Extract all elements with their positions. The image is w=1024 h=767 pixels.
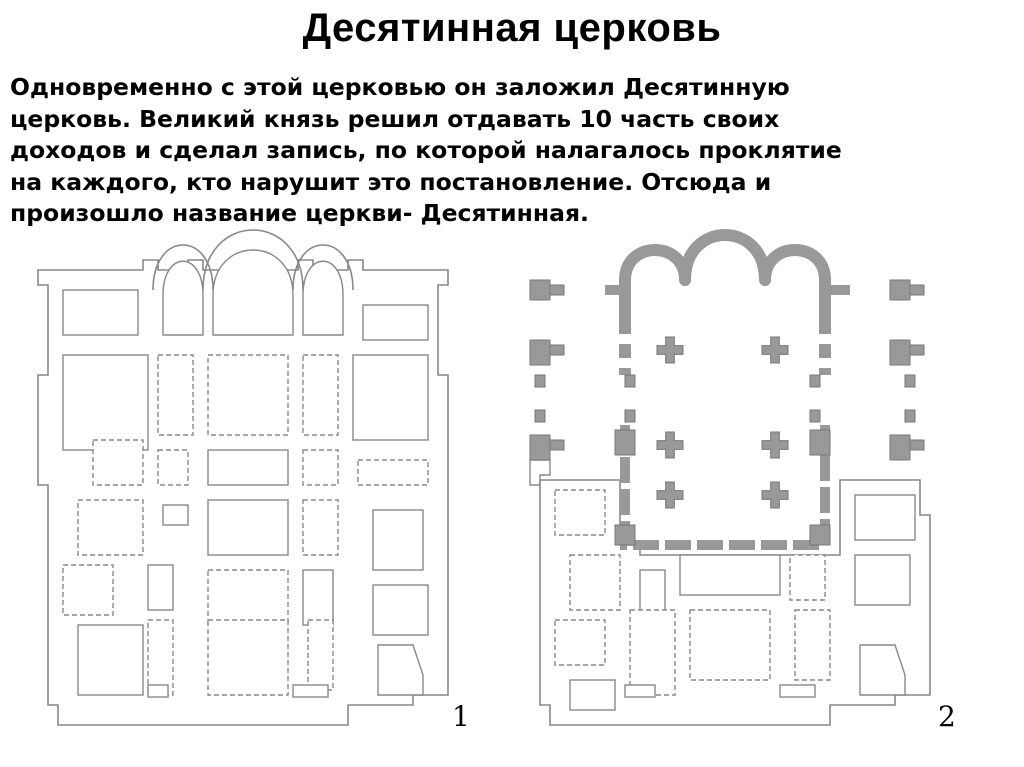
plan-room (92, 439, 144, 486)
plan-apse (292, 244, 354, 291)
plan-room (147, 564, 174, 611)
plan-wall-highlight (619, 320, 831, 375)
plan-room (372, 584, 429, 636)
slide-paragraph: Одновременно с этой церковью он заложил … (10, 72, 1015, 230)
plan-room (302, 354, 339, 436)
paragraph-line: произошло название церкви- Десятинная. (10, 199, 589, 227)
plan-pier (534, 374, 546, 388)
plan-room (157, 449, 189, 486)
paragraph-line: доходов и сделал запись, по которой нала… (10, 136, 842, 164)
plan-room (302, 449, 339, 486)
paragraph-line: Одновременно с этой церковью он заложил … (10, 73, 790, 101)
plan-room (212, 249, 294, 336)
plan-pier (761, 431, 789, 459)
plan-room (639, 569, 666, 616)
plan-pier (529, 279, 551, 301)
plan-pier (909, 284, 925, 296)
figure-number-2: 2 (938, 700, 956, 733)
plan-room (794, 609, 831, 681)
plan-room (352, 354, 429, 441)
plan-pier (549, 344, 565, 356)
figure-number-1: 1 (452, 700, 470, 733)
plan-pier (809, 409, 821, 423)
plan-room (307, 619, 334, 691)
plan-pier (614, 429, 636, 456)
plan-pier (534, 409, 546, 423)
plan-room (162, 504, 189, 526)
plan-room (77, 499, 144, 556)
plan-room (789, 554, 826, 601)
plan-room (859, 644, 906, 696)
plan-room (147, 684, 169, 698)
slide-title: Десятинная церковь (302, 6, 722, 50)
plan-pier (656, 481, 684, 509)
plan-pier (761, 481, 789, 509)
paragraph-line: на каждого, кто нарушит это постановлени… (10, 167, 772, 196)
plan-room (292, 684, 329, 698)
plan-room (62, 354, 149, 451)
plan-room (157, 354, 194, 436)
plan-pier (614, 524, 636, 546)
floor-plan-2 (529, 229, 931, 726)
plan-pier (761, 336, 789, 364)
plan-room (554, 489, 606, 536)
plan-pier (529, 434, 551, 461)
floor-plan-1 (37, 229, 449, 726)
plan-room (372, 509, 424, 571)
plan-room (207, 354, 289, 436)
plan-room (854, 554, 911, 606)
plan-room (854, 494, 916, 541)
plan-pier (909, 344, 925, 356)
plan-pier (549, 284, 565, 296)
plan-pier (656, 431, 684, 459)
plan-pier (909, 439, 925, 451)
plan-pier (809, 374, 821, 388)
plan-room (569, 679, 616, 711)
plan-room (357, 459, 429, 486)
plan-room (624, 684, 656, 698)
plan-apse (152, 244, 214, 291)
plan-pier (624, 374, 636, 388)
plan-room (302, 569, 334, 626)
plan-pier (904, 409, 916, 423)
plan-room (679, 554, 781, 596)
plan-pier (809, 429, 831, 456)
plan-pier (809, 524, 831, 546)
plan-room (62, 289, 139, 336)
plan-pier (904, 374, 916, 388)
plan-apse-highlight (619, 229, 831, 320)
plan-room (569, 554, 621, 611)
plan-room (302, 499, 339, 556)
plan-room (779, 684, 816, 698)
plan-pier (624, 409, 636, 423)
plan-room (207, 449, 289, 486)
plan-room (162, 260, 204, 336)
plan-room (689, 609, 771, 681)
plan-room (554, 619, 606, 666)
plan-room (207, 619, 289, 696)
plan-room (302, 260, 344, 336)
plan-room (629, 609, 676, 696)
plan-pier (549, 439, 565, 451)
plan-room (377, 644, 424, 696)
plan-room (207, 569, 289, 626)
plan-pier (656, 336, 684, 364)
paragraph-line: церковь. Великий князь решил отдавать 10… (10, 104, 780, 133)
plan-room (362, 304, 429, 341)
plan-pier (889, 339, 911, 366)
plan-room (147, 619, 174, 696)
plan-room (77, 624, 144, 696)
plan-pier (529, 339, 551, 366)
plan-room (207, 499, 289, 556)
plan-pier (889, 434, 911, 461)
plan-room (62, 564, 114, 616)
plan-pier (889, 279, 911, 301)
plan-wall-highlight (620, 425, 830, 550)
